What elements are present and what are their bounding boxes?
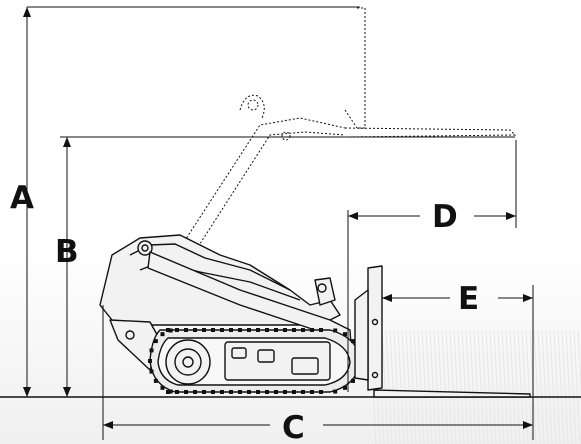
background-stripe [557,329,565,444]
track-cleat [168,328,173,333]
track-cleat [301,390,305,394]
track-cleat [153,339,158,344]
track-cleat [211,328,215,332]
track-cleat [319,390,323,394]
track-cleat [238,390,242,394]
mini-loader-machine [99,234,361,393]
track-cleat [310,390,314,394]
track-cleat [220,328,224,332]
background-stripe [553,329,561,444]
track-cleat [333,328,338,333]
dimension-e-label: E [458,281,479,317]
track-cleat [310,328,314,332]
track-cleat [301,328,305,332]
track-cleat [229,328,233,332]
background-stripe [569,329,577,444]
track-cleat [350,378,355,383]
track-cleat [265,328,269,332]
track-cleat [166,328,170,332]
track-cleat [149,369,154,374]
raised-lift-arm-dotted [179,7,517,251]
track-cleat [238,328,242,332]
track-cleat [202,390,206,394]
track-cleat [153,378,158,383]
background-stripe [561,329,569,444]
track-cleat [160,332,165,337]
track-cleat [283,328,287,332]
dimension-lines [26,6,534,440]
track-cleat [292,328,296,332]
background-stripe [565,329,573,444]
track-cleats [148,328,362,394]
dimension-a-label: A [10,180,34,216]
track-cleat [211,390,215,394]
track-cleat [166,390,170,394]
track-cleat [283,390,287,394]
track-cleat [202,328,206,332]
background-stripe [573,329,581,444]
track-cleat [274,390,278,394]
track-cleat [343,332,347,337]
track-cleat [247,328,251,332]
track-cleat [160,385,165,390]
track-cleat [247,390,251,394]
track-cleat [149,348,154,353]
track-cleat [319,328,323,332]
track-cleat [168,389,173,394]
track-cleat [265,390,269,394]
fork-attachment [354,265,531,398]
track-cleat [175,328,179,332]
track-cleat [256,390,260,394]
dimension-b-label: B [55,234,79,270]
dimension-d-label: D [432,199,458,235]
background-stripe [541,329,549,444]
background-stripe [545,329,553,444]
track-cleat [193,328,197,332]
background-stripe [533,329,541,444]
track-cleat [229,390,233,394]
background-stripe [549,329,557,444]
background-stripe [537,329,545,444]
track-cleat [274,328,278,332]
background-stripe [577,329,581,397]
track-cleat [184,328,188,332]
track-cleat [175,390,179,394]
track-cleat [148,359,152,363]
track-cleat [292,390,296,394]
track-cleat [333,389,338,394]
track-cleat [343,385,347,390]
track-cleat [350,339,355,344]
dimension-c-label: C [282,410,305,444]
dimension-arrowheads [23,7,533,429]
track-cleat [220,390,224,394]
track-cleat [256,328,260,332]
track-cleat [184,390,188,394]
track-cleat [193,390,197,394]
